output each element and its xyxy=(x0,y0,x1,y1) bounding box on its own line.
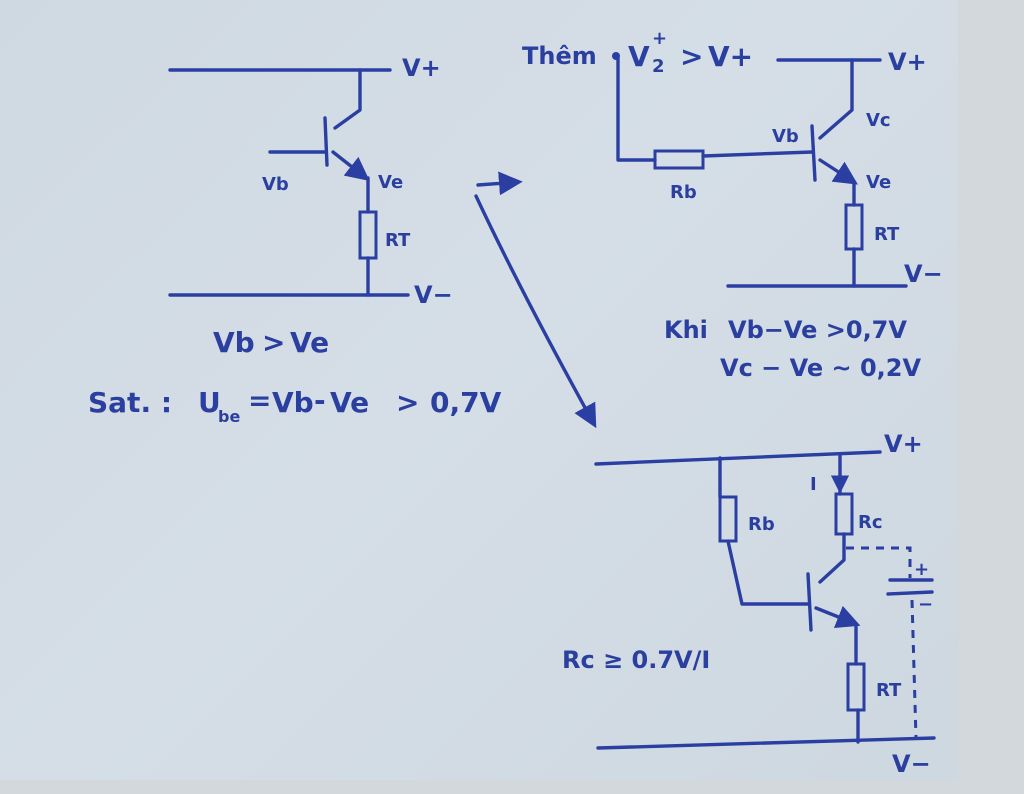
c2-v2-gt: > xyxy=(680,40,703,73)
c3-rc-label: Rc xyxy=(858,512,883,533)
circuit-3-with-rc: V+ Rb I Rc RT V− + − Rc ≥ 0.7V/I xyxy=(562,430,936,778)
c3-rt-label: RT xyxy=(876,680,902,701)
c2-base-wire xyxy=(701,150,814,158)
c1-collector-wire xyxy=(333,68,362,130)
c2-v2-v: V xyxy=(628,40,650,73)
c3-cap-plus: + xyxy=(914,559,929,580)
c3-cap-minus: − xyxy=(918,594,933,615)
c3-current-label: I xyxy=(810,474,817,495)
c1-sat-label: Sat. : xyxy=(88,386,172,419)
c2-khi-expr: Vb−Ve >0,7V xyxy=(728,316,907,344)
c1-vb-label: Vb xyxy=(262,174,289,195)
c1-ve-label: Ve xyxy=(378,172,403,193)
paper-edge-bottom xyxy=(0,780,1024,794)
c1-rt-label: RT xyxy=(385,230,411,251)
c1-emitter-arrow xyxy=(331,150,370,181)
c2-vplus-label: V+ xyxy=(888,48,927,76)
c3-base-bar xyxy=(806,572,813,632)
paper-edge-right xyxy=(958,0,1024,794)
c1-cond-ve: Ve xyxy=(290,326,329,359)
diagonal-arrow-to-circuit-3 xyxy=(474,194,597,429)
right-arrow-to-circuit-2 xyxy=(476,171,523,196)
c2-vc-label: Vc xyxy=(866,110,891,131)
c2-them-label: Thêm xyxy=(522,42,597,70)
c2-base-bar xyxy=(810,124,817,182)
c1-cond-vb: Vb xyxy=(213,326,255,359)
c3-vminus-rail xyxy=(596,736,936,750)
c3-cap-dashed-bottom xyxy=(910,599,918,739)
circuit-1-emitter-follower: V+ Vb Ve RT V− Vb > Ve Sat. : U be = Vb … xyxy=(88,54,502,426)
c2-rb-resistor xyxy=(653,149,705,170)
c1-ube-u: U xyxy=(198,386,221,419)
c2-collector-wire xyxy=(818,58,854,140)
c1-ube-eq: = xyxy=(248,384,271,417)
c1-ube-minus: - xyxy=(314,384,326,417)
c2-v2-vplus: V+ xyxy=(708,40,753,73)
c2-rb-label: Rb xyxy=(670,182,697,203)
c3-cap-plate-bottom xyxy=(886,590,934,596)
c3-vminus-label: V− xyxy=(892,750,931,778)
c2-v2-plus: + xyxy=(652,28,667,49)
c3-cap-dashed-top xyxy=(846,546,912,578)
c2-khi-label: Khi xyxy=(664,316,708,344)
c3-rb-bottom-wire xyxy=(726,539,810,606)
c1-ube-gt: > xyxy=(396,386,419,419)
c3-rt-resistor xyxy=(846,662,866,712)
c3-rc-condition: Rc ≥ 0.7V/I xyxy=(562,646,710,674)
c2-ve-label: Ve xyxy=(866,172,891,193)
c1-ube-vb: Vb xyxy=(272,386,314,419)
c1-ube-sub: be xyxy=(218,407,240,426)
c1-base-bar xyxy=(323,116,329,167)
c2-v2-2: 2 xyxy=(652,56,665,77)
c3-rb-label: Rb xyxy=(748,514,775,535)
c2-vminus-label: V− xyxy=(904,260,943,288)
c2-emitter-arrow xyxy=(818,158,858,185)
c3-emitter-arrow xyxy=(814,605,861,628)
c3-rc-resistor xyxy=(834,492,854,536)
c2-rt-label: RT xyxy=(874,224,900,245)
c2-rt-resistor xyxy=(844,203,864,251)
circuit-2-with-bias: Thêm V + 2 > V+ V+ Vb Vc Ve Rb RT V− Khi… xyxy=(522,28,943,382)
c1-vminus-label: V− xyxy=(414,281,453,309)
c2-vc-expr: Vc − Ve ~ 0,2V xyxy=(720,354,921,382)
c1-ube-val: 0,7V xyxy=(430,386,502,419)
c3-collector-wire xyxy=(818,532,846,584)
c1-rt-resistor xyxy=(358,210,378,260)
c3-rb-resistor xyxy=(718,495,738,543)
c2-supply-wire xyxy=(616,56,657,162)
c1-cond-gt: > xyxy=(262,326,285,359)
c1-ube-ve: Ve xyxy=(330,386,369,419)
c3-vplus-rail xyxy=(594,450,882,466)
c3-vplus-label: V+ xyxy=(884,430,923,458)
c2-vb-label: Vb xyxy=(772,126,799,147)
c1-vplus-label: V+ xyxy=(402,54,441,82)
